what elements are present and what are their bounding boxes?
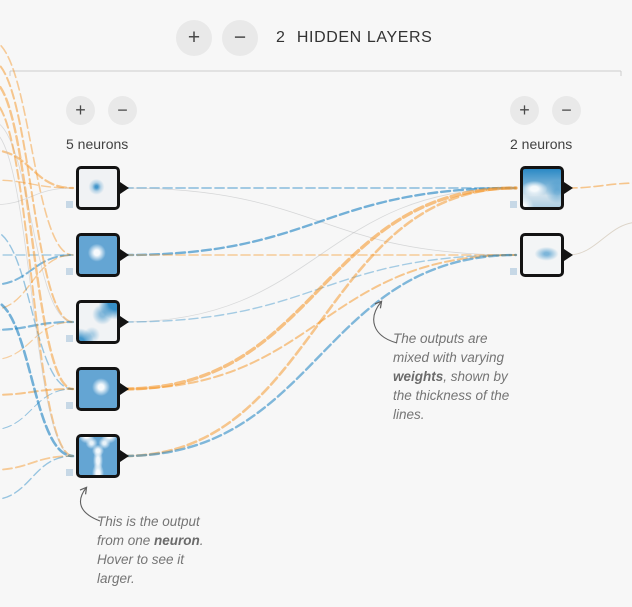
annotation-text: This is the output from one bbox=[97, 514, 200, 548]
layer1-neuron-count-label: 5 neurons bbox=[66, 136, 129, 152]
neuron-output-pointer bbox=[120, 249, 129, 261]
input-weight-link[interactable] bbox=[0, 320, 75, 331]
input-weight-link[interactable] bbox=[0, 60, 74, 323]
add-neuron-button-layer2[interactable]: + bbox=[510, 96, 539, 125]
hidden-weight-link[interactable] bbox=[122, 186, 518, 391]
neuron-thumbnail-layer1-5[interactable] bbox=[66, 434, 129, 478]
hidden-layer-count: 2 bbox=[276, 29, 285, 46]
input-weight-link[interactable] bbox=[0, 130, 74, 457]
input-weight-link[interactable] bbox=[0, 149, 75, 190]
annotation-bold-word: weights bbox=[393, 369, 444, 384]
input-weight-link[interactable] bbox=[0, 179, 74, 189]
remove-neuron-button-layer1[interactable]: − bbox=[108, 96, 137, 125]
input-weight-link[interactable] bbox=[0, 40, 74, 256]
bias-indicator bbox=[66, 201, 73, 208]
output-weight-link[interactable] bbox=[567, 222, 632, 256]
remove-layer-button[interactable]: − bbox=[222, 20, 258, 56]
neuron-thumbnail-layer1-3[interactable] bbox=[66, 300, 129, 344]
input-weight-link[interactable] bbox=[0, 254, 74, 286]
hidden-weight-link[interactable] bbox=[122, 253, 518, 458]
remove-neuron-button-layer2[interactable]: − bbox=[552, 96, 581, 125]
bias-indicator bbox=[66, 469, 73, 476]
bias-indicator bbox=[66, 335, 73, 342]
input-weight-link[interactable] bbox=[0, 230, 74, 390]
neuron-output-pointer bbox=[564, 249, 573, 261]
input-weight-link[interactable] bbox=[0, 300, 75, 458]
hidden-weight-link[interactable] bbox=[122, 186, 518, 257]
layer1-controls: + − 5 neurons bbox=[66, 96, 137, 152]
weights-annotation: The outputs are mixed with varying weigh… bbox=[393, 329, 517, 424]
neuron-thumbnail-layer1-2[interactable] bbox=[66, 233, 129, 277]
input-weight-link[interactable] bbox=[0, 187, 74, 205]
bias-indicator bbox=[510, 268, 517, 275]
input-weight-link[interactable] bbox=[0, 388, 74, 396]
input-weight-link[interactable] bbox=[0, 120, 74, 323]
layers-divider-line bbox=[9, 70, 622, 76]
bias-indicator bbox=[66, 268, 73, 275]
neuron-output-pointer bbox=[120, 450, 129, 462]
input-weight-link[interactable] bbox=[0, 455, 74, 500]
hidden-weight-link[interactable] bbox=[123, 187, 517, 323]
layer2-controls: + − 2 neurons bbox=[510, 96, 581, 152]
neuron-output-pointer bbox=[120, 383, 129, 395]
hidden-weight-link[interactable] bbox=[122, 186, 518, 458]
bias-indicator bbox=[66, 402, 73, 409]
bias-indicator bbox=[510, 201, 517, 208]
annotation-text: The outputs are mixed with varying bbox=[393, 331, 505, 365]
output-weight-link[interactable] bbox=[567, 182, 632, 189]
neuron-output-pointer bbox=[120, 316, 129, 328]
annotation-text: , shown by the thickness of the lines. bbox=[393, 369, 510, 422]
input-weight-link[interactable] bbox=[0, 100, 74, 457]
input-weight-link[interactable] bbox=[0, 321, 74, 360]
input-weight-link[interactable] bbox=[0, 455, 74, 471]
neuron-output-pointer bbox=[120, 182, 129, 194]
input-weight-link[interactable] bbox=[0, 80, 75, 391]
annotation-bold-word: neuron bbox=[154, 533, 200, 548]
input-weight-link[interactable] bbox=[0, 388, 74, 430]
neuron-thumbnail-layer2-1[interactable] bbox=[510, 166, 573, 210]
annotation-text: . Hover to see it larger. bbox=[97, 533, 204, 586]
neuron-thumbnail-layer2-2[interactable] bbox=[510, 233, 573, 277]
neuron-thumbnail-layer1-4[interactable] bbox=[66, 367, 129, 411]
neuron-output-pointer bbox=[564, 182, 573, 194]
add-layer-button[interactable]: + bbox=[176, 20, 212, 56]
neuron-thumbnail-layer1-1[interactable] bbox=[66, 166, 129, 210]
layer2-neuron-count-label: 2 neurons bbox=[510, 136, 573, 152]
neuron-annotation: This is the output from one neuron. Hove… bbox=[97, 512, 217, 588]
add-neuron-button-layer1[interactable]: + bbox=[66, 96, 95, 125]
layers-control-header: + − 2 HIDDEN LAYERS bbox=[176, 20, 432, 56]
hidden-layers-title: HIDDEN LAYERS bbox=[296, 29, 433, 46]
